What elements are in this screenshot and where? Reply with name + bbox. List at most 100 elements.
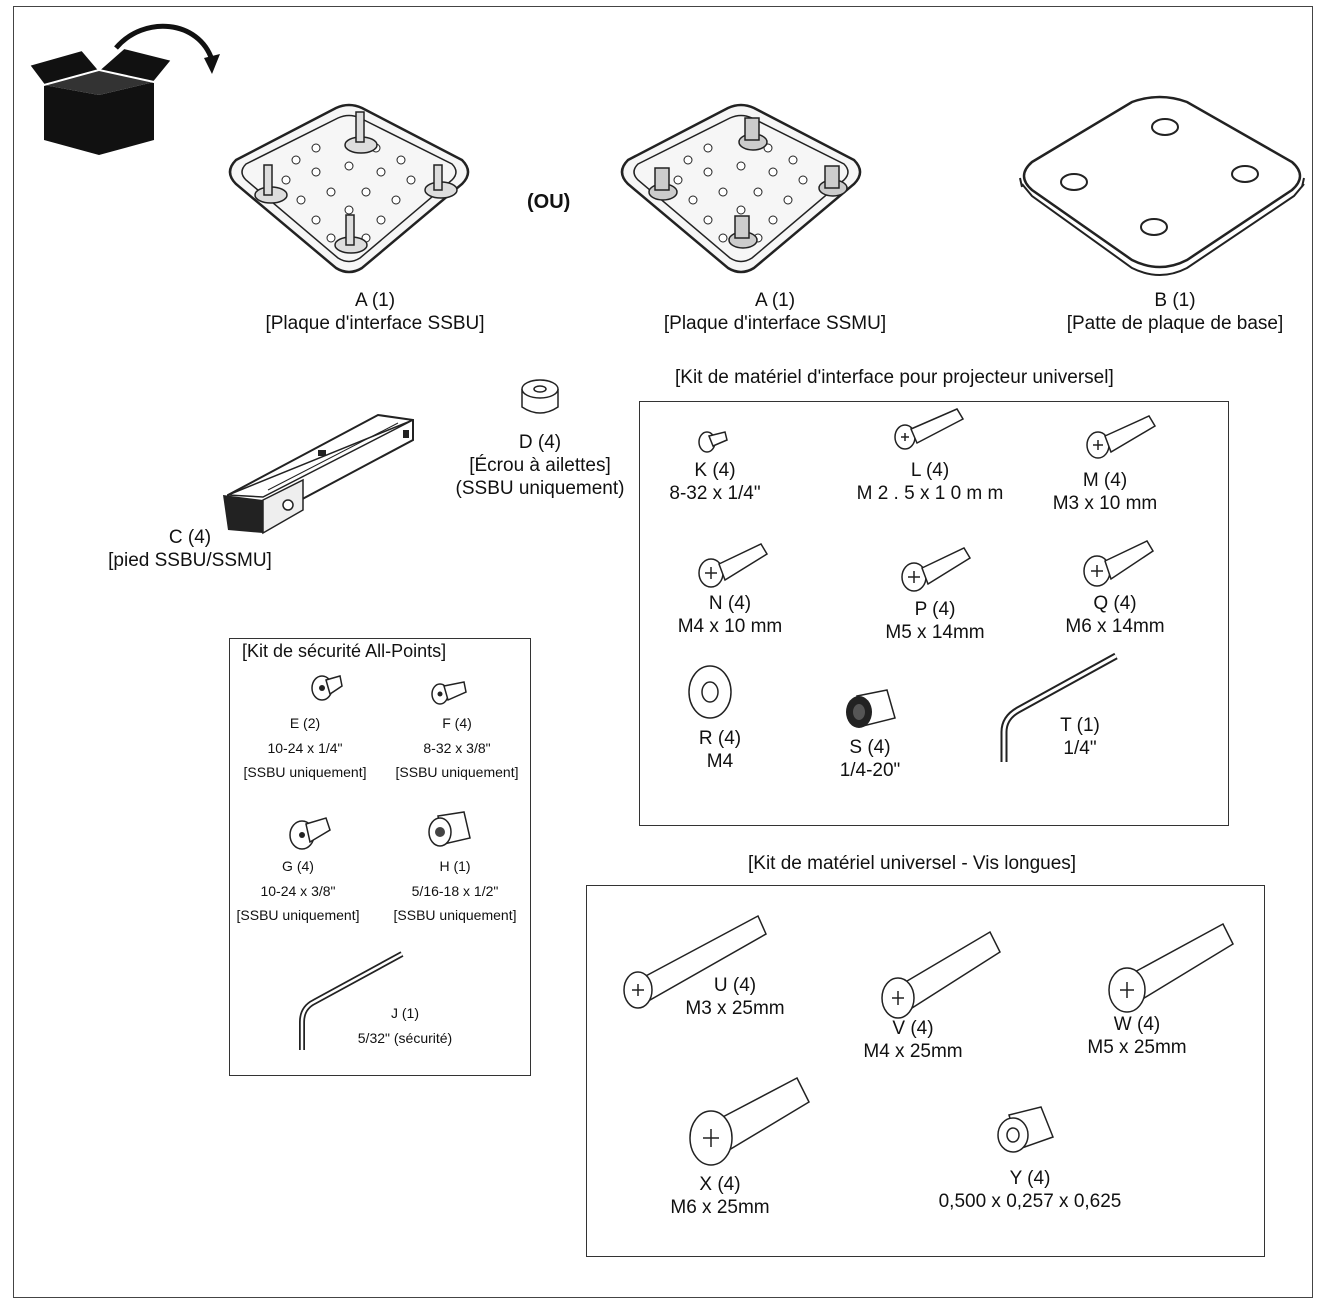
long-item-x-size: M6 x 25mm — [670, 1196, 770, 1218]
item-q: Q (4) M6 x 14mm — [1040, 593, 1190, 639]
security-item-h-size: 5/16-18 x 1/2" — [411, 882, 499, 899]
security-item-f: F (4) 8-32 x 3/8" [SSBU uniquement] — [382, 711, 532, 785]
item-r-id: R (4) — [698, 728, 742, 749]
long-item-w-size: M5 x 25mm — [1087, 1036, 1187, 1058]
screw-l-icon — [894, 408, 965, 450]
long-item-u-id: U (4) — [713, 975, 757, 996]
nut-h-icon — [428, 811, 471, 847]
security-item-e-size: 10-24 x 1/4" — [267, 739, 343, 756]
interface-plate-ssmu-icon — [620, 103, 862, 274]
part-d-desc: [Écrou à ailettes] — [469, 454, 611, 476]
spacer-icon — [997, 1106, 1054, 1153]
item-r: R (4) M4 — [660, 728, 780, 774]
screw-n-icon — [698, 543, 769, 588]
item-n-id: N (4) — [708, 593, 752, 614]
open-box-icon — [27, 23, 220, 155]
item-t-size: 1/4" — [1063, 737, 1097, 759]
item-s-id: S (4) — [849, 737, 891, 758]
interface-plate-ssbu-icon — [228, 103, 470, 274]
screw-f-icon — [431, 681, 467, 705]
part-d-note: (SSBU uniquement) — [455, 477, 625, 499]
screw-g-icon — [289, 817, 331, 850]
screw-k-icon — [698, 431, 728, 453]
foot-bracket-icon — [223, 413, 414, 535]
page-frame — [13, 6, 1313, 1298]
long-item-v: V (4) M4 x 25mm — [838, 1018, 988, 1064]
security-item-j-size: 5/32" (sécurité) — [357, 1029, 453, 1046]
item-k-size: 8-32 x 1/4" — [669, 482, 761, 504]
security-item-h-note: [SSBU uniquement] — [393, 907, 517, 923]
security-item-g-id: G (4) — [282, 858, 314, 874]
part-a1-desc: [Plaque d'interface SSBU] — [265, 312, 485, 334]
threaded-insert-icon — [846, 689, 896, 728]
long-item-y-size: 0,500 x 0,257 x 0,625 — [938, 1190, 1122, 1212]
security-item-e: E (2) 10-24 x 1/4" [SSBU uniquement] — [230, 711, 380, 785]
part-c-label: C (4) [pied SSBU/SSMU] — [60, 527, 320, 573]
part-a2-label: A (1) [Plaque d'interface SSMU] — [630, 290, 920, 336]
security-item-h: H (1) 5/16-18 x 1/2" [SSBU uniquement] — [380, 854, 530, 928]
part-b-id: B (1) — [1154, 290, 1196, 311]
part-a1-id: A (1) — [354, 290, 396, 311]
security-item-f-size: 8-32 x 3/8" — [423, 739, 491, 756]
item-p-id: P (4) — [914, 599, 956, 620]
base-plate-icon — [1019, 95, 1305, 276]
security-item-e-id: E (2) — [289, 715, 321, 731]
part-c-desc: [pied SSBU/SSMU] — [108, 549, 272, 571]
part-d-label: D (4) [Écrou à ailettes] (SSBU uniquemen… — [420, 432, 660, 500]
part-a2-id: A (1) — [754, 290, 796, 311]
screw-p-icon — [901, 547, 972, 592]
long-item-w-id: W (4) — [1113, 1014, 1161, 1035]
interface-kit-box — [639, 401, 1229, 826]
security-item-g-size: 10-24 x 3/8" — [260, 882, 336, 899]
security-kit-title: [Kit de sécurité All-Points] — [242, 641, 447, 662]
item-p-size: M5 x 14mm — [885, 621, 985, 643]
long-item-y-id: Y (4) — [1009, 1168, 1051, 1189]
item-m-id: M (4) — [1082, 470, 1128, 491]
security-item-j-id: J (1) — [391, 1005, 419, 1021]
screw-q-icon — [1083, 540, 1155, 587]
long-item-x: X (4) M6 x 25mm — [645, 1174, 795, 1220]
part-a1-label: A (1) [Plaque d'interface SSBU] — [230, 290, 520, 336]
item-l: L (4) M 2 . 5 x 1 0 m m — [830, 460, 1030, 506]
washer-icon — [688, 665, 732, 719]
security-item-h-id: H (1) — [439, 858, 471, 874]
item-t-id: T (1) — [1060, 715, 1100, 736]
hex-key-t-icon — [1000, 652, 1118, 762]
item-k-id: K (4) — [694, 460, 736, 481]
screw-w-icon — [1108, 922, 1234, 1013]
security-item-g: G (4) 10-24 x 3/8" [SSBU uniquement] — [223, 854, 373, 928]
item-s: S (4) 1/4-20" — [815, 737, 925, 783]
item-q-size: M6 x 14mm — [1065, 615, 1165, 637]
screw-v-icon — [881, 930, 1001, 1019]
item-m-size: M3 x 10 mm — [1052, 492, 1158, 514]
screw-u-icon — [623, 914, 767, 1009]
item-q-id: Q (4) — [1093, 593, 1137, 614]
item-l-id: L (4) — [910, 460, 950, 481]
item-k: K (4) 8-32 x 1/4" — [650, 460, 780, 506]
security-item-j: J (1) 5/32" (sécurité) — [330, 1001, 480, 1050]
security-item-f-id: F (4) — [442, 715, 472, 731]
long-item-v-id: V (4) — [892, 1018, 934, 1039]
wing-nut-icon — [521, 379, 559, 414]
long-item-u-size: M3 x 25mm — [685, 997, 785, 1019]
part-b-label: B (1) [Patte de plaque de base] — [1030, 290, 1320, 336]
security-item-f-note: [SSBU uniquement] — [395, 764, 519, 780]
part-d-id: D (4) — [518, 432, 562, 453]
item-t: T (1) 1/4" — [1035, 715, 1125, 761]
part-a2-desc: [Plaque d'interface SSMU] — [663, 312, 887, 334]
security-item-e-note: [SSBU uniquement] — [243, 764, 367, 780]
item-n: N (4) M4 x 10 mm — [650, 593, 810, 639]
long-item-u: U (4) M3 x 25mm — [660, 975, 810, 1021]
long-screws-kit-box — [586, 885, 1265, 1257]
item-r-size: M4 — [706, 750, 734, 772]
security-item-g-note: [SSBU uniquement] — [236, 907, 360, 923]
item-m: M (4) M3 x 10 mm — [1030, 470, 1180, 516]
or-label: (OU) — [527, 191, 571, 213]
part-c-id: C (4) — [168, 527, 212, 548]
long-item-v-size: M4 x 25mm — [863, 1040, 963, 1062]
long-screws-kit-title: [Kit de matériel universel - Vis longues… — [748, 853, 1077, 875]
item-p: P (4) M5 x 14mm — [855, 599, 1015, 645]
hex-key-j-icon — [299, 951, 404, 1050]
screw-x-icon — [689, 1076, 810, 1166]
item-n-size: M4 x 10 mm — [677, 615, 783, 637]
